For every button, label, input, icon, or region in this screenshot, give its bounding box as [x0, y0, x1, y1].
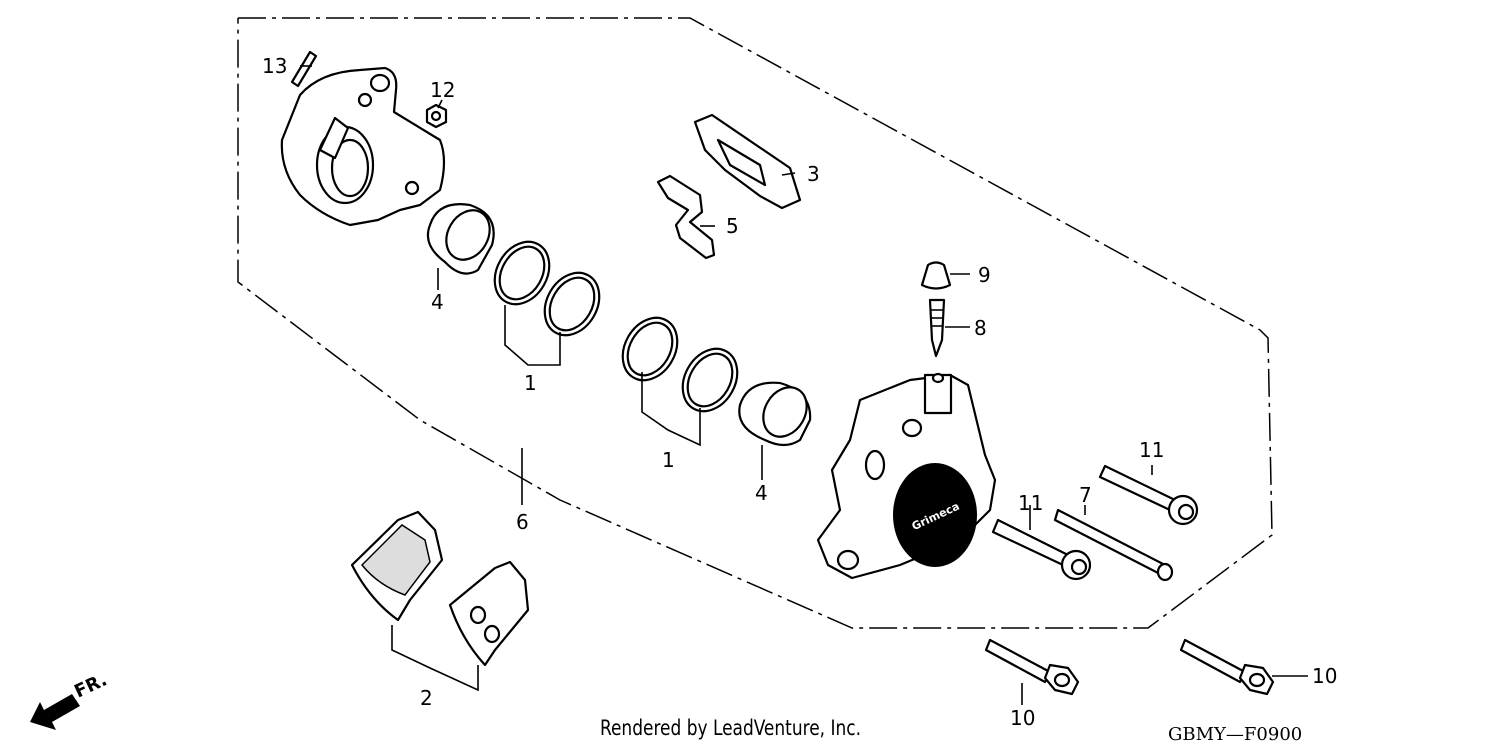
- callout-10-left: 10: [1010, 706, 1035, 730]
- seal-set-right[interactable]: [612, 308, 748, 421]
- flange-bolt-right[interactable]: [1179, 638, 1275, 696]
- brake-pad-right[interactable]: [448, 560, 530, 667]
- brake-pad-left[interactable]: [350, 510, 444, 622]
- callout-6: 6: [516, 510, 529, 534]
- piston-right[interactable]: [738, 379, 815, 447]
- pad-spring[interactable]: [693, 113, 802, 210]
- callout-numbers: 13 12 3 5 9 8 4 1 1 4 6 11 11 7 2 10 10: [262, 54, 1337, 730]
- callout-11-middle: 11: [1018, 491, 1043, 515]
- credit-text: Rendered by LeadVenture, Inc.: [600, 716, 861, 740]
- callout-2: 2: [420, 686, 433, 710]
- piston-left[interactable]: [426, 202, 498, 275]
- nut[interactable]: [425, 103, 448, 129]
- caliper-bracket[interactable]: [280, 66, 446, 227]
- callout-11-upper: 11: [1139, 438, 1164, 462]
- assembly-boundary: [237, 17, 1273, 629]
- front-direction-arrow: FR.: [30, 669, 110, 730]
- bolt-upper[interactable]: [1098, 464, 1199, 526]
- callout-1-left: 1: [524, 371, 537, 395]
- direction-label: FR.: [71, 669, 110, 702]
- callout-4-right: 4: [755, 481, 768, 505]
- slide-pin[interactable]: [1053, 508, 1174, 582]
- flange-bolt-left[interactable]: [984, 638, 1080, 696]
- callout-13: 13: [262, 54, 287, 78]
- diagram-code: GBMY—F0900: [1168, 724, 1303, 745]
- callout-3: 3: [807, 162, 820, 186]
- callout-9: 9: [978, 263, 991, 287]
- pad-retainer[interactable]: [656, 174, 716, 260]
- seal-set-left[interactable]: [484, 232, 610, 345]
- callout-1-right: 1: [662, 448, 675, 472]
- callout-7: 7: [1079, 483, 1092, 507]
- callout-10-right: 10: [1312, 664, 1337, 688]
- bolt-middle[interactable]: [991, 518, 1092, 581]
- bleeder-screw[interactable]: [928, 298, 946, 358]
- caliper-body[interactable]: Grimeca: [816, 372, 997, 580]
- bleeder-cap[interactable]: [920, 261, 952, 290]
- callout-4-left: 4: [431, 290, 444, 314]
- callout-8: 8: [974, 316, 987, 340]
- leader-lines: [300, 65, 1308, 705]
- callout-5: 5: [726, 214, 739, 238]
- clip-pin[interactable]: [290, 50, 318, 88]
- callout-12: 12: [430, 78, 455, 102]
